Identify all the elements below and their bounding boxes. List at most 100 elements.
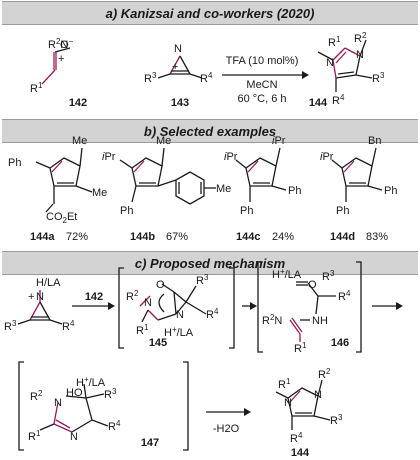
example-144d-structure: [331, 147, 383, 202]
svg-text:+: +: [58, 53, 64, 65]
svg-text:iPr: iPr: [224, 151, 238, 163]
svg-text:NH: NH: [312, 315, 328, 327]
svg-text:Ph: Ph: [384, 185, 397, 197]
svg-text:R3: R3: [4, 319, 17, 333]
mech-label-147: 147: [141, 437, 159, 449]
svg-text:N: N: [314, 389, 322, 401]
example-144b-structure: [119, 147, 216, 205]
mech-label-142: 142: [85, 291, 103, 303]
svg-text:Ph: Ph: [8, 157, 21, 169]
section-a-header: a) Kanizsai and co-workers (2020): [2, 1, 418, 25]
svg-text:R1: R1: [28, 429, 41, 443]
svg-text:Ph: Ph: [336, 205, 349, 217]
svg-text:Me: Me: [216, 183, 231, 195]
svg-text:O: O: [308, 279, 317, 291]
svg-text:R1: R1: [30, 81, 43, 95]
example-144a-structure: [35, 147, 93, 213]
svg-text:iPr: iPr: [272, 135, 286, 147]
svg-text:H+/LA: H+/LA: [164, 325, 194, 339]
svg-text:R4: R4: [200, 71, 213, 85]
nitrone-142: [41, 47, 71, 85]
label-143: 143: [171, 97, 189, 109]
svg-text:R1: R1: [278, 377, 291, 391]
section-c-title: c) Proposed mechanism: [134, 255, 286, 271]
intermediate-147: [39, 383, 109, 433]
example-144a-id: 144a: [30, 231, 55, 243]
svg-text:R4: R4: [62, 319, 75, 333]
example-144b-id: 144b: [130, 231, 155, 243]
example-144c-id: 144c: [236, 231, 260, 243]
section-b-header: b) Selected examples: [2, 119, 418, 143]
intermediate-146: [289, 281, 336, 342]
product-144-mechanism: [275, 379, 331, 430]
svg-text:iPr: iPr: [320, 151, 334, 163]
svg-text:N: N: [36, 291, 44, 303]
svg-text:R2: R2: [30, 389, 43, 403]
azirine-143: [157, 55, 203, 79]
svg-text:R4: R4: [108, 419, 121, 433]
svg-text:R3: R3: [196, 273, 209, 287]
svg-text:Ph: Ph: [288, 185, 301, 197]
mech-label-144: 144: [291, 447, 310, 459]
svg-text:R1: R1: [294, 341, 307, 355]
svg-text:R1: R1: [328, 35, 341, 49]
svg-text:Me: Me: [92, 187, 107, 199]
svg-text:H+/LA: H+/LA: [272, 267, 302, 281]
example-144c-yield: 24%: [272, 231, 294, 243]
example-144c-structure: [235, 147, 287, 202]
svg-text:CO2Et: CO2Et: [46, 211, 77, 225]
svg-text:R4: R4: [332, 93, 345, 107]
svg-text:R3: R3: [104, 387, 117, 401]
example-144d-id: 144d: [330, 231, 355, 243]
svg-text:Me: Me: [72, 135, 87, 147]
svg-text:R4: R4: [206, 307, 219, 321]
section-c-header: c) Proposed mechanism: [2, 251, 418, 275]
condition-catalyst: TFA (10 mol%): [226, 55, 299, 67]
section-a-title: a) Kanizsai and co-workers (2020): [105, 5, 315, 21]
svg-text:R4: R4: [290, 431, 303, 445]
svg-text:iPr: iPr: [102, 151, 116, 163]
plus-sign: +: [172, 61, 178, 73]
svg-text:R4: R4: [338, 289, 351, 303]
mech-label-146: 146: [331, 337, 349, 349]
svg-text:N: N: [174, 43, 182, 55]
svg-text:R3: R3: [372, 71, 385, 85]
svg-text:Me: Me: [156, 135, 171, 147]
example-144d-yield: 83%: [366, 231, 388, 243]
svg-text:R1: R1: [136, 323, 149, 337]
svg-text:N: N: [326, 57, 334, 69]
condition-solvent: MeCN: [246, 79, 277, 91]
svg-text:Ph: Ph: [240, 205, 253, 217]
svg-text:O−: O−: [60, 37, 74, 51]
svg-text:R3: R3: [144, 71, 157, 85]
example-144a-yield: 72%: [66, 231, 88, 243]
svg-text:N: N: [284, 397, 292, 409]
svg-text:Ph: Ph: [120, 205, 133, 217]
svg-text:H/LA: H/LA: [36, 277, 61, 289]
svg-text:N: N: [176, 309, 184, 321]
example-144b-yield: 67%: [166, 231, 188, 243]
svg-text:N: N: [54, 397, 62, 409]
condition-temp-time: 60 °C, 6 h: [237, 93, 286, 105]
svg-text:N: N: [70, 431, 78, 443]
activated-azirine: [17, 290, 63, 325]
label-144: 144: [309, 97, 328, 109]
svg-text:Bn: Bn: [368, 135, 381, 147]
svg-text:R3: R3: [322, 269, 335, 283]
svg-text:N: N: [144, 297, 152, 309]
svg-text:R2N: R2N: [48, 37, 68, 51]
svg-text:H+/LA: H+/LA: [76, 375, 106, 389]
svg-text:R2: R2: [318, 367, 331, 381]
section-b-title: b) Selected examples: [143, 123, 277, 139]
label-142: 142: [69, 97, 87, 109]
svg-text:N: N: [356, 49, 364, 61]
svg-text:R3: R3: [330, 413, 343, 427]
svg-text:O: O: [156, 279, 165, 291]
water-loss-label: -H2O: [213, 423, 240, 435]
mech-label-145: 145: [149, 337, 167, 349]
svg-text:R2: R2: [126, 289, 139, 303]
svg-text:HO: HO: [66, 387, 83, 399]
svg-text:+: +: [28, 291, 34, 303]
product-144: [317, 39, 373, 92]
